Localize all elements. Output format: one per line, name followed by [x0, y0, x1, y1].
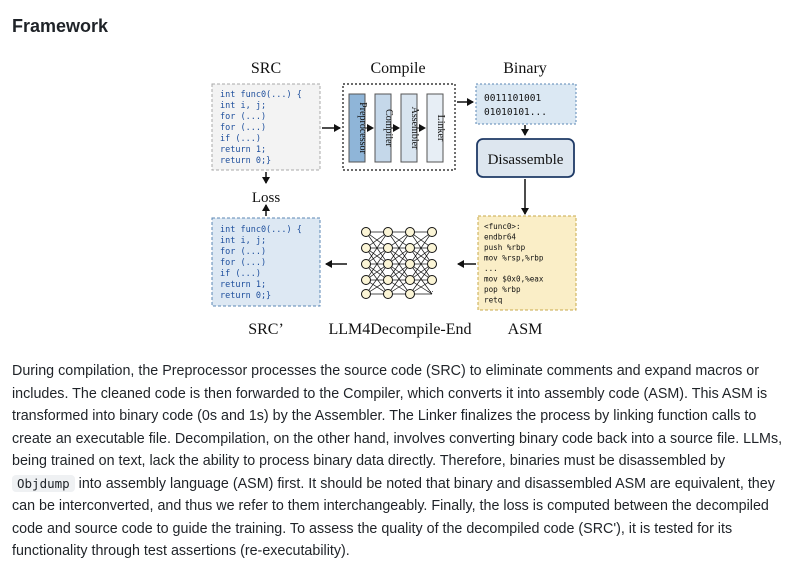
- neural-network-node: [405, 259, 415, 269]
- section-heading: Framework: [12, 16, 109, 36]
- neural-network-node: [427, 227, 437, 237]
- neural-network-node: [361, 227, 371, 237]
- asm-code-line: <func0>:: [484, 222, 521, 231]
- src-code-box: int func0(...) { int i, j; for (...) for…: [211, 83, 321, 171]
- src-prime-code-line: return 0;}: [220, 291, 271, 301]
- asm-code-line: push %rbp: [484, 243, 526, 252]
- asm-code-line: pop %rbp: [484, 285, 521, 294]
- asm-label: ASM: [508, 321, 543, 338]
- compile-box: Preprocessor Compiler Assembler Linker: [342, 83, 456, 171]
- asm-code-line: mov %rsp,%rbp: [484, 254, 544, 263]
- disassemble-label: Disassemble: [488, 152, 564, 168]
- neural-network-ellipsis: ...: [427, 285, 434, 294]
- disassemble-box: Disassemble: [476, 138, 575, 178]
- neural-network-node: [383, 275, 393, 285]
- src-prime-code-line: int func0(...) {: [220, 225, 302, 235]
- src-code-line: return 0;}: [220, 156, 271, 166]
- binary-label: Binary: [503, 60, 547, 77]
- neural-network-node: [361, 275, 371, 285]
- src-prime-label: SRC’: [248, 321, 284, 338]
- compile-label: Compile: [370, 60, 425, 77]
- neural-network-node: [383, 289, 393, 299]
- neural-network-node: [405, 289, 415, 299]
- neural-network-node: [383, 227, 393, 237]
- src-prime-code-line: int i, j;: [220, 236, 266, 246]
- neural-network-node: [427, 243, 437, 253]
- src-prime-code-line: if (...): [220, 269, 261, 279]
- asm-code-line: retq: [484, 296, 502, 305]
- framework-figure: SRC Compile Binary int func0(...) { int …: [200, 52, 600, 344]
- asm-code-line: ...: [484, 264, 498, 273]
- neural-network-node: [361, 243, 371, 253]
- description-part-2: into assembly language (ASM) first. It s…: [12, 475, 775, 560]
- model-label: LLM4Decompile-End: [328, 321, 471, 338]
- neural-network-node: [405, 227, 415, 237]
- neural-network-node: [427, 259, 437, 269]
- asm-code-line: endbr64: [484, 233, 516, 242]
- stage-preprocessor: Preprocessor: [357, 102, 368, 154]
- asm-code-box: <func0>: endbr64 push %rbp mov %rsp,%rbp…: [477, 215, 577, 311]
- neural-network-icon: ...: [361, 227, 437, 299]
- objdump-code: Objdump: [12, 474, 75, 492]
- neural-network-node: [405, 275, 415, 285]
- stage-assembler: Assembler: [409, 107, 420, 150]
- framework-diagram: SRC Compile Binary int func0(...) { int …: [211, 60, 577, 338]
- src-code-line: if (...): [220, 134, 261, 144]
- neural-network-node: [405, 243, 415, 253]
- svg-text:0011101001 01010101...: 0011101001 01010101...: [484, 93, 547, 118]
- binary-box: 0011101001 01010101...: [475, 83, 577, 125]
- stage-compiler: Compiler: [383, 109, 394, 147]
- neural-network-node: [383, 259, 393, 269]
- neural-network-node: [361, 289, 371, 299]
- src-code-line: return 1;: [220, 145, 266, 155]
- src-prime-code-line: for (...): [220, 258, 266, 268]
- binary-line: 0011101001: [484, 93, 541, 104]
- src-prime-code-line: for (...): [220, 247, 266, 257]
- src-code-line: int i, j;: [220, 101, 266, 111]
- src-code-line: for (...): [220, 123, 266, 133]
- loss-label: Loss: [252, 190, 281, 206]
- description-part-1: During compilation, the Preprocessor pro…: [12, 363, 783, 469]
- src-prime-code-line: return 1;: [220, 280, 266, 290]
- svg-text:<func0>: endbr64 p: <func0>: endbr64 push %rbp mov %rsp,%rbp…: [484, 222, 548, 305]
- framework-description: During compilation, the Preprocessor pro…: [12, 360, 788, 563]
- src-prime-code-box: int func0(...) { int i, j; for (...) for…: [211, 217, 321, 307]
- binary-line: 01010101...: [484, 107, 547, 118]
- svg-text:int func0(...) { int i: int func0(...) { int i, j; for (...) for…: [220, 90, 307, 166]
- neural-network-node: [427, 275, 437, 285]
- src-code-line: int func0(...) {: [220, 90, 302, 100]
- src-label: SRC: [251, 60, 281, 77]
- svg-text:int func0(...) { int i: int func0(...) { int i, j; for (...) for…: [220, 225, 307, 301]
- asm-code-line: mov $0x0,%eax: [484, 275, 544, 284]
- neural-network-node: [383, 243, 393, 253]
- neural-network-node: [361, 259, 371, 269]
- src-code-line: for (...): [220, 112, 266, 122]
- stage-linker: Linker: [435, 115, 446, 142]
